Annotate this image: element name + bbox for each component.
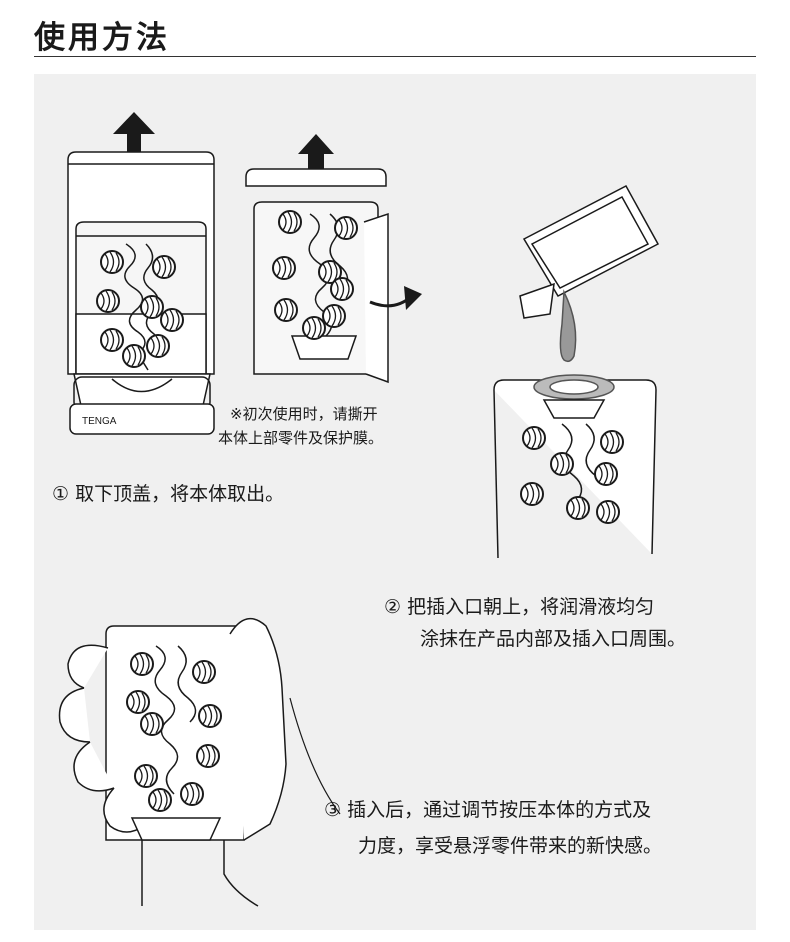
step1-illustration: TENGA [67,112,215,435]
note-line-1: ※初次使用时，请撕开 [230,405,378,423]
step3-text-line-1: ③ 插入后，通过调节按压本体的方式及 [324,799,652,821]
page-title: 使用方法 [34,20,170,56]
instructions-panel: TENGA [34,74,756,930]
curve-arrow-icon [404,286,422,310]
step1-text: ① 取下顶盖，将本体取出。 [52,483,285,505]
illustrations: TENGA [58,112,660,907]
title-divider [34,56,756,57]
step1b-illustration [245,134,422,384]
arrow-up-icon-2 [298,134,334,172]
brand-label: TENGA [82,416,117,427]
step2-text-line-2: 涂抹在产品内部及插入口周围。 [420,628,687,650]
step2-text-line-1: ② 把插入口朝上，将润滑液均匀 [384,596,655,618]
note-line-2: 本体上部零件及保护膜。 [218,429,384,447]
step3-text-line-2: 力度，享受悬浮零件带来的新快感。 [358,835,663,857]
arrow-up-icon [113,112,155,158]
